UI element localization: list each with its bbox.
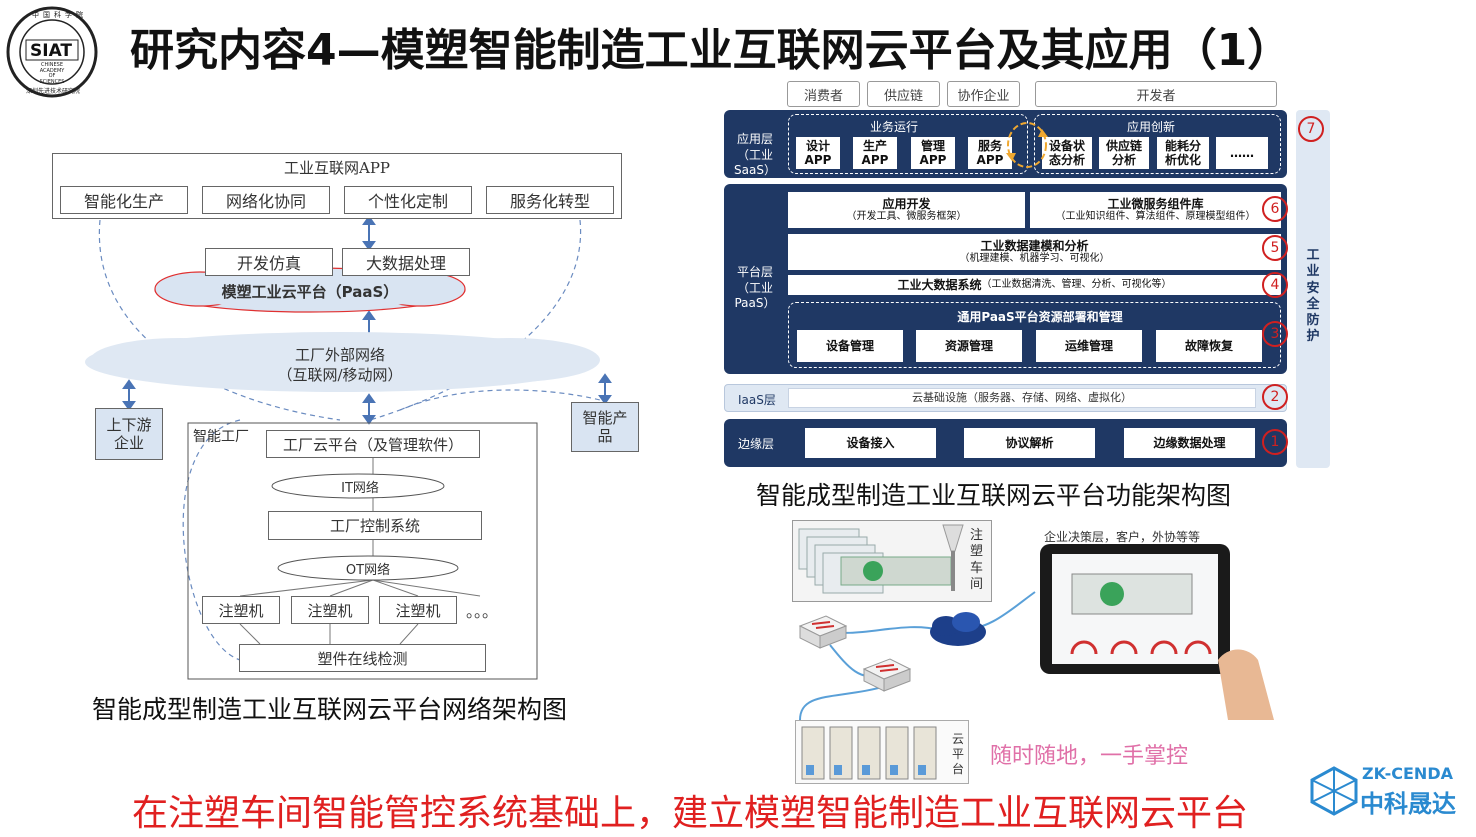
num-circle-7: 7 bbox=[1298, 116, 1324, 142]
brand-en: ZK-CENDA bbox=[1362, 764, 1453, 783]
brand-name: 中科晟达 bbox=[1360, 790, 1456, 818]
app-networked-collaboration: 网络化协同 bbox=[202, 186, 330, 214]
app-development-box: 应用开发 （开发工具、微服务框架） bbox=[788, 192, 1025, 228]
server-rack-image bbox=[795, 720, 969, 784]
edge-device-access: 设备接入 bbox=[805, 428, 936, 458]
bottom-statement: 在注塑车间智能管控系统基础上，建立模塑智能制造工业互联网云平台 bbox=[132, 793, 1249, 834]
app-innovation-frame bbox=[1034, 114, 1281, 174]
business-run-label: 业务运行 bbox=[870, 120, 919, 134]
paas-layer-label: 平台层（工业PaaS） bbox=[734, 265, 776, 311]
saas-app-more: …… bbox=[1216, 137, 1268, 169]
num-circle-5: 5 bbox=[1262, 235, 1288, 261]
edge-layer-label: 边缘层 bbox=[737, 437, 774, 451]
switch-icon bbox=[798, 615, 848, 649]
paas-cloud-label: 模塑工业云平台（PaaS） bbox=[221, 283, 399, 301]
app-development-title: 应用开发 bbox=[882, 196, 931, 211]
num-circle-1: 1 bbox=[1262, 429, 1288, 455]
cloud-infrastructure-box: 云基础设施（服务器、存储、网络、虚拟化） bbox=[788, 388, 1256, 408]
decision-layer-label: 企业决策层，客户，外协等等 bbox=[1044, 530, 1201, 544]
app-smart-production: 智能化生产 bbox=[60, 186, 188, 214]
more-machines-dots: 。。。 bbox=[466, 602, 499, 621]
user-developer: 开发者 bbox=[1035, 81, 1277, 107]
smart-factory-label: 智能工厂 bbox=[193, 429, 249, 445]
microservice-library-sub: （工业知识组件、算法组件、原理模型组件） bbox=[1055, 211, 1256, 223]
microservice-library-box: 工业微服务组件库 （工业知识组件、算法组件、原理模型组件） bbox=[1030, 192, 1281, 228]
it-network-label: IT网络 bbox=[341, 481, 379, 496]
saas-app-energy-analysis: 能耗分析优化 bbox=[1157, 137, 1209, 169]
hand-icon bbox=[1218, 649, 1274, 720]
network-connectors bbox=[85, 215, 612, 680]
logo-inner-text: CHINESE ACADEMY OF SCIENCES bbox=[39, 62, 65, 85]
bigdata-system-sub: （工业数据清洗、管理、分析、可视化等） bbox=[981, 279, 1172, 290]
iaas-layer-label: IaaS层 bbox=[738, 393, 776, 407]
data-modeling-title: 工业数据建模和分析 bbox=[980, 238, 1089, 253]
factory-cloud-box: 工厂云平台（及管理软件） bbox=[266, 430, 480, 458]
tablet-image bbox=[1040, 544, 1230, 674]
page-title: 研究内容4—模塑智能制造工业互联网云平台及其应用（1） bbox=[130, 25, 1292, 76]
smart-product-box: 智能产品 bbox=[571, 402, 639, 452]
saas-app-supply-analysis: 供应链分析 bbox=[1099, 137, 1149, 169]
logo-text: SIAT bbox=[30, 41, 73, 61]
business-run-frame bbox=[788, 114, 1028, 174]
upstream-enterprise-box: 上下游企业 bbox=[95, 408, 163, 460]
cloud-platform-label: 云平台 bbox=[952, 732, 965, 776]
user-consumer: 消费者 bbox=[787, 81, 860, 107]
device-management: 设备管理 bbox=[797, 330, 903, 362]
data-modeling-sub: （机理建模、机器学习、可视化） bbox=[959, 253, 1110, 265]
app-innovation-label: 应用创新 bbox=[1127, 120, 1176, 134]
network-caption: 智能成型制造工业互联网云平台网络架构图 bbox=[92, 695, 568, 724]
zkcenda-logo-icon bbox=[1308, 766, 1360, 816]
num-circle-4: 4 bbox=[1262, 272, 1288, 298]
slogan: 随时随地，一手掌控 bbox=[990, 744, 1189, 769]
user-partner: 协作企业 bbox=[947, 81, 1020, 107]
num-circle-2: 2 bbox=[1262, 384, 1288, 410]
injection-machine-3: 注塑机 bbox=[379, 596, 457, 624]
factory-control-box: 工厂控制系统 bbox=[268, 511, 482, 540]
logo-ring-top: 中国科学院 bbox=[32, 11, 87, 19]
switch-icon-2 bbox=[862, 658, 912, 692]
saas-app-design: 设计APP bbox=[796, 137, 840, 169]
ot-network-label: OT网络 bbox=[345, 563, 391, 578]
bigdata-system-title: 工业大数据系统 bbox=[897, 277, 982, 292]
siat-logo: SIAT CHINESE ACADEMY OF SCIENCES 中国科学院 深… bbox=[6, 6, 98, 98]
app-customization: 个性化定制 bbox=[344, 186, 472, 214]
app-development-sub: （开发工具、微服务框架） bbox=[846, 211, 967, 223]
ops-management: 运维管理 bbox=[1036, 330, 1142, 362]
function-caption: 智能成型制造工业互联网云平台功能架构图 bbox=[756, 481, 1232, 510]
resource-management: 资源管理 bbox=[916, 330, 1022, 362]
workshop-label: 注塑车间 bbox=[970, 528, 984, 592]
saas-app-management: 管理APP bbox=[911, 137, 955, 169]
bigdata-box: 大数据处理 bbox=[342, 248, 470, 276]
online-inspection-box: 塑件在线检测 bbox=[239, 644, 486, 672]
external-network-label: 工厂外部网络 bbox=[294, 346, 385, 364]
external-network-sub: （互联网/移动网） bbox=[277, 366, 403, 384]
saas-layer-label: 应用层（工业SaaS） bbox=[734, 132, 776, 178]
num-circle-6: 6 bbox=[1262, 196, 1288, 222]
industrial-app-title: 工业互联网APP bbox=[283, 159, 391, 177]
injection-machine-2: 注塑机 bbox=[291, 596, 369, 624]
dev-simulation-box: 开发仿真 bbox=[205, 248, 333, 276]
workshop-image bbox=[792, 520, 992, 602]
tablet-screen bbox=[1052, 554, 1218, 664]
general-paas-label: 通用PaaS平台资源部署和管理 bbox=[957, 310, 1123, 324]
user-supply-chain: 供应链 bbox=[867, 81, 940, 107]
bigdata-system-box: 工业大数据系统 （工业数据清洗、管理、分析、可视化等） bbox=[788, 275, 1281, 295]
edge-protocol-parsing: 协议解析 bbox=[964, 428, 1095, 458]
app-service-transformation: 服务化转型 bbox=[486, 186, 614, 214]
cycle-arrows-icon bbox=[1006, 122, 1048, 168]
data-modeling-box: 工业数据建模和分析 （机理建模、机器学习、可视化） bbox=[788, 234, 1281, 270]
fault-recovery: 故障恢复 bbox=[1156, 330, 1262, 362]
microservice-library-title: 工业微服务组件库 bbox=[1107, 196, 1204, 211]
cloud-icon bbox=[930, 612, 986, 646]
logo-ring-bottom: 深圳先进技术研究院 bbox=[26, 88, 81, 95]
injection-machine-1: 注塑机 bbox=[202, 596, 280, 624]
security-label: 工业安全防护 bbox=[1306, 248, 1320, 345]
saas-app-production: 生产APP bbox=[853, 137, 897, 169]
security-sidebar bbox=[1296, 110, 1330, 468]
saas-app-device-analysis: 设备状态分析 bbox=[1042, 137, 1092, 169]
edge-data-processing: 边缘数据处理 bbox=[1124, 428, 1255, 458]
saas-app-service: 服务APP bbox=[968, 137, 1012, 169]
num-circle-3: 3 bbox=[1262, 321, 1288, 347]
